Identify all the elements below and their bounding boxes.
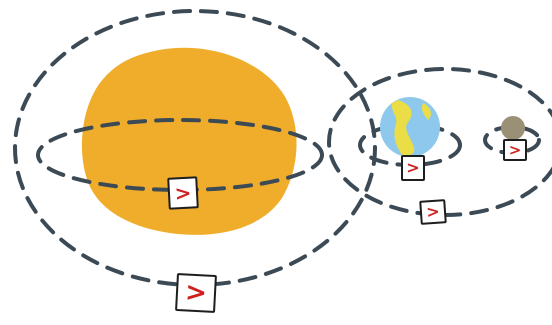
chevron-right-icon: > (184, 277, 208, 309)
moon-orbit-marker: > (503, 139, 527, 161)
earth-orbit-marker: > (401, 155, 425, 181)
chevron-right-icon: > (173, 180, 192, 206)
chevron-right-icon: > (425, 201, 441, 222)
sun-orbit-marker: > (167, 176, 199, 210)
moon-icon (501, 116, 525, 140)
earth-moon-system-marker: > (419, 199, 447, 225)
earth-icon (380, 97, 440, 157)
outer-orbit-marker: > (175, 272, 217, 314)
chevron-right-icon: > (508, 140, 522, 159)
chevron-right-icon: > (406, 158, 420, 177)
